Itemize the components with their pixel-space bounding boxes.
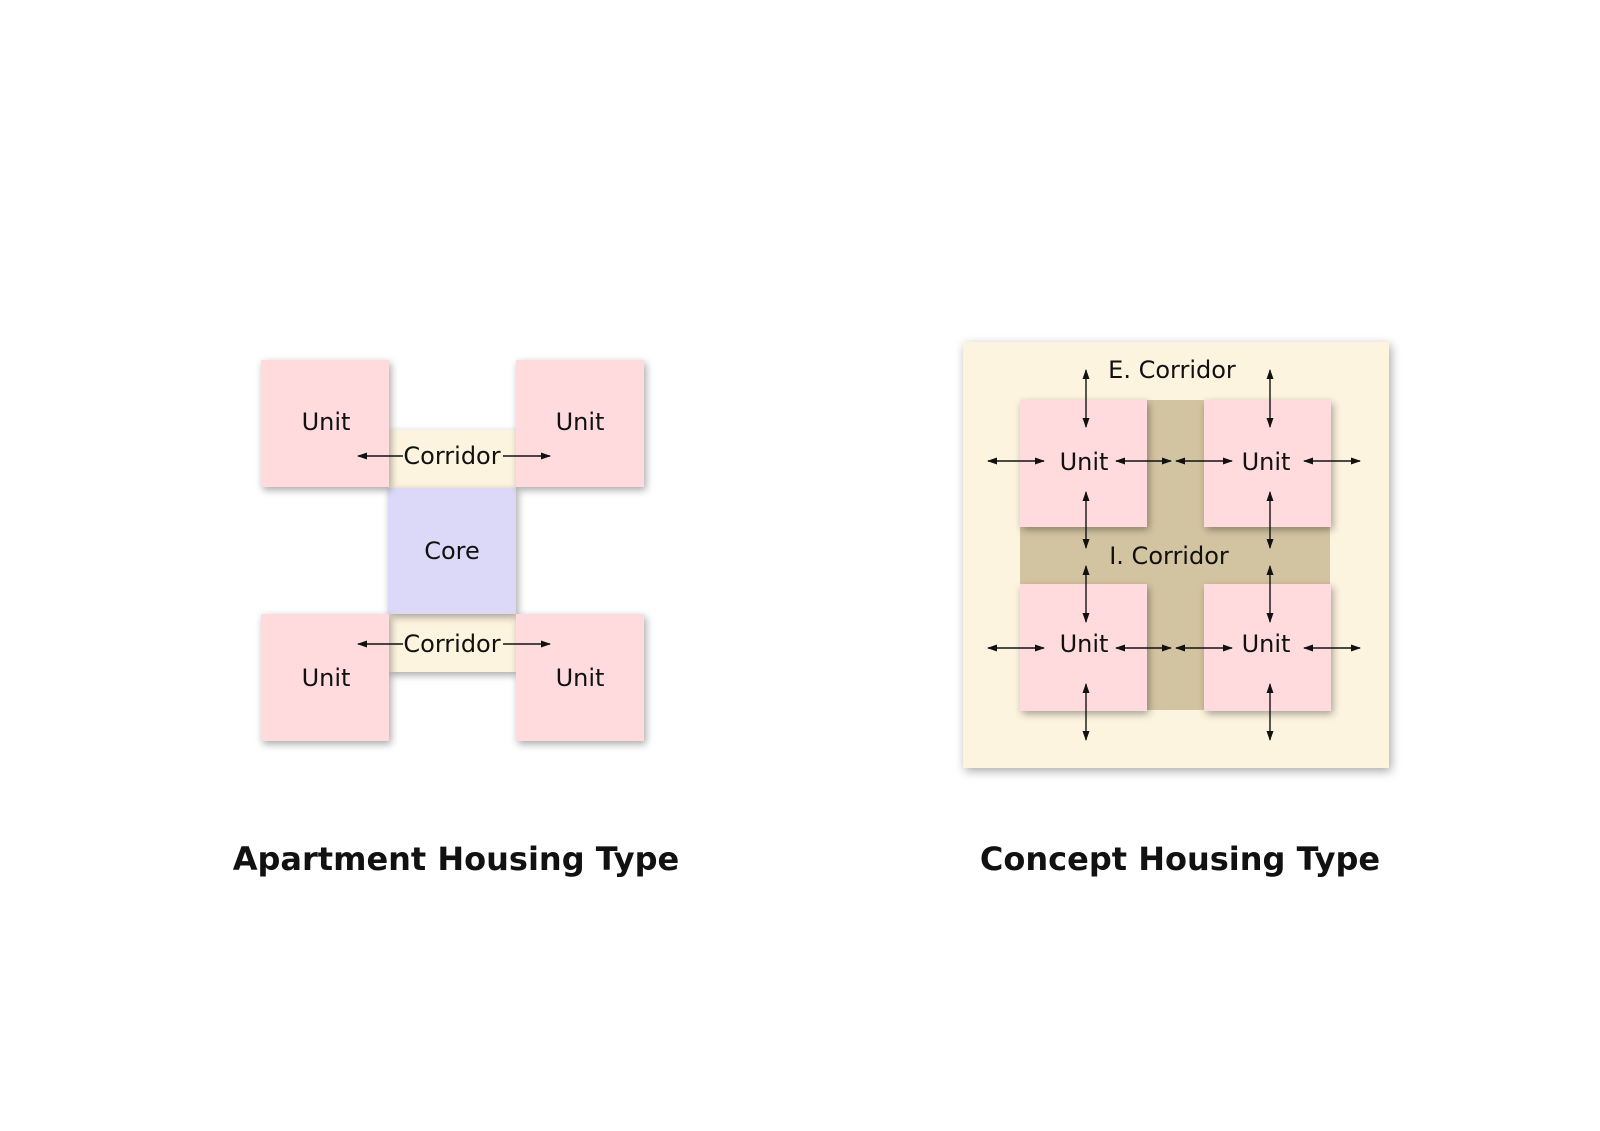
- apartment-core-label: Core: [424, 537, 480, 565]
- apartment-unit-label: Unit: [556, 408, 605, 436]
- concept-unit-label: Unit: [1060, 630, 1109, 658]
- apartment-corridor-label: Corridor: [403, 630, 500, 658]
- apartment-housing-diagram: Unit Unit Unit Unit Corridor Corridor Co…: [233, 360, 680, 878]
- apartment-core: [388, 488, 516, 614]
- apartment-corridor-bottom: [388, 614, 516, 672]
- concept-outer-corridor-label: E. Corridor: [1108, 356, 1236, 384]
- apartment-unit-top-right: [516, 360, 644, 487]
- concept-unit-label: Unit: [1060, 448, 1109, 476]
- concept-inner-corridor-horizontal: [1020, 526, 1330, 584]
- concept-unit-label: Unit: [1242, 448, 1291, 476]
- concept-caption: Concept Housing Type: [980, 840, 1380, 878]
- concept-unit-label: Unit: [1242, 630, 1291, 658]
- apartment-unit-bottom-left: [261, 614, 389, 741]
- concept-housing-diagram: E. Corridor I. Corridor Unit Unit Unit U…: [963, 342, 1389, 878]
- apartment-unit-label: Unit: [556, 664, 605, 692]
- apartment-unit-bottom-right: [516, 614, 644, 741]
- concept-inner-corridor-label: I. Corridor: [1109, 542, 1229, 570]
- apartment-caption: Apartment Housing Type: [233, 840, 680, 878]
- apartment-corridor-label: Corridor: [403, 442, 500, 470]
- apartment-unit-top-left: [261, 360, 389, 487]
- apartment-corridor-top: [388, 430, 516, 488]
- apartment-unit-label: Unit: [302, 408, 351, 436]
- apartment-unit-label: Unit: [302, 664, 351, 692]
